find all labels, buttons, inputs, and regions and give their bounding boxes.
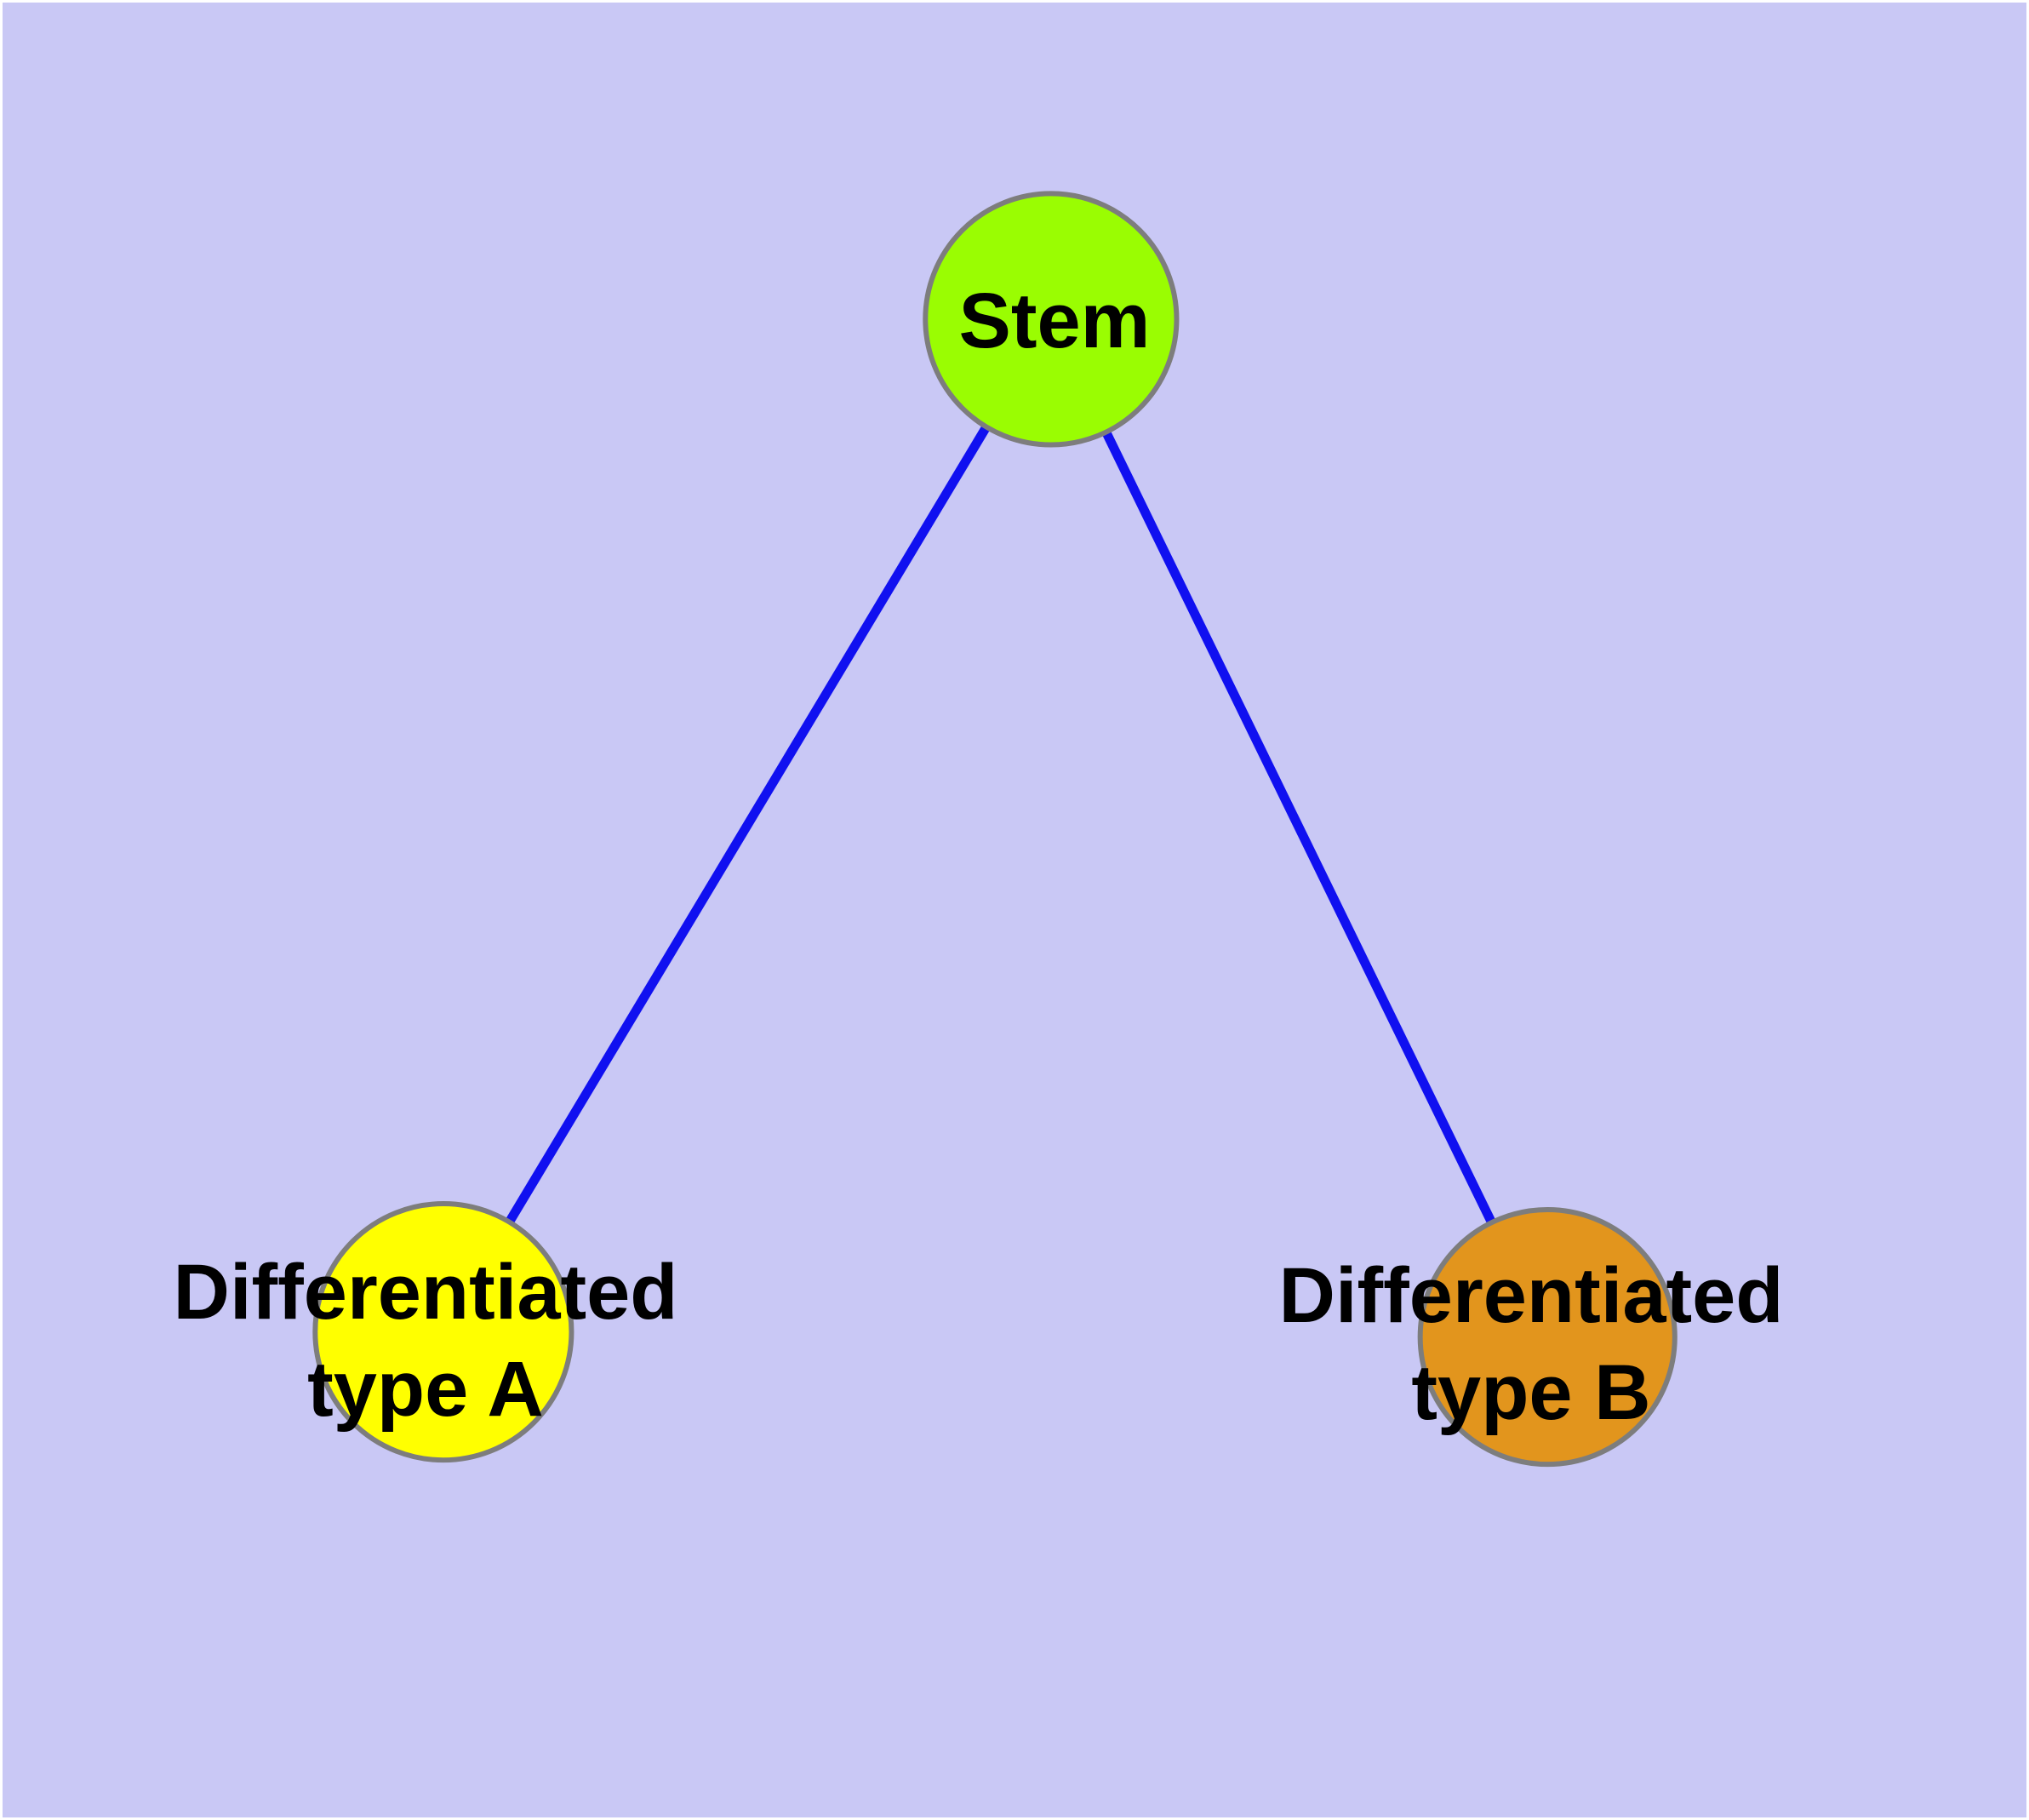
edge-stem-to-type-b [1046, 317, 1552, 1339]
node-circle-differentiated-type-a [312, 1201, 574, 1463]
node-circle-differentiated-type-b [1417, 1207, 1677, 1468]
node-circle-stem [923, 191, 1180, 448]
edge-stem-to-type-a [439, 317, 1055, 1335]
diagram-background: Stem Differentiated type A Differentiate… [3, 3, 2026, 1817]
cell-differentiation-graph [312, 191, 1677, 1468]
